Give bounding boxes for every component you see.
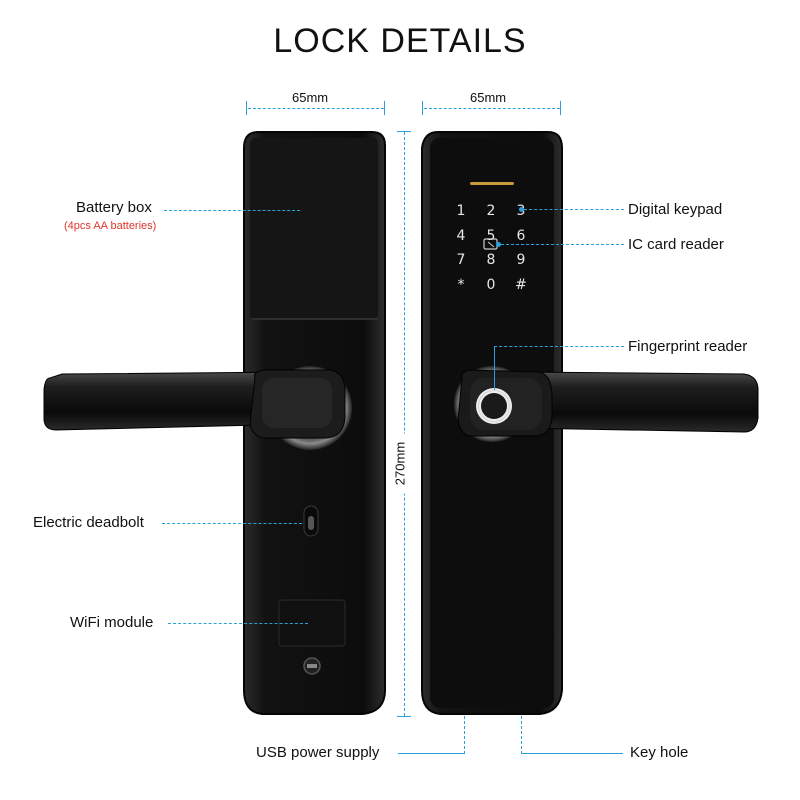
callout-line: [521, 753, 623, 754]
battery-box-label: Battery box: [76, 199, 152, 216]
dim-tick: [397, 716, 411, 717]
dim-tick: [560, 101, 561, 115]
dim-line: [424, 108, 560, 109]
usb-power-label: USB power supply: [256, 744, 380, 761]
callout-dot: [496, 242, 501, 247]
callout-line: [501, 244, 624, 245]
page-title: LOCK DETAILS: [273, 22, 527, 60]
callout-line: [521, 716, 522, 754]
callout-line: [494, 346, 624, 347]
dim-tick: [246, 101, 247, 115]
callout-line: [168, 623, 308, 624]
electric-deadbolt-label: Electric deadbolt: [33, 514, 144, 531]
fingerprint-reader-label: Fingerprint reader: [628, 338, 748, 355]
battery-note: (4pcs AA batteries): [64, 220, 157, 232]
back-panel: [43, 131, 386, 715]
height-label: 270mm: [392, 433, 408, 494]
callout-line: [494, 346, 495, 390]
key-hole-label: Key hole: [630, 744, 689, 761]
wifi-module-label: WiFi module: [70, 614, 154, 631]
callout-line: [524, 209, 624, 210]
dim-line: [404, 132, 405, 716]
callout-line: [162, 523, 302, 524]
dim-tick: [422, 101, 423, 115]
callout-line: [398, 753, 464, 754]
dim-line: [248, 108, 384, 109]
callout-line: [164, 210, 300, 211]
front-width-label: 65mm: [470, 90, 507, 105]
front-panel: [421, 131, 759, 715]
callout-line: [464, 716, 465, 754]
dim-tick: [397, 131, 411, 132]
ic-card-reader-label: IC card reader: [628, 236, 724, 253]
digital-keypad-label: Digital keypad: [628, 201, 723, 218]
dim-tick: [384, 101, 385, 115]
callout-dot: [519, 207, 524, 212]
back-width-label: 65mm: [292, 90, 329, 105]
